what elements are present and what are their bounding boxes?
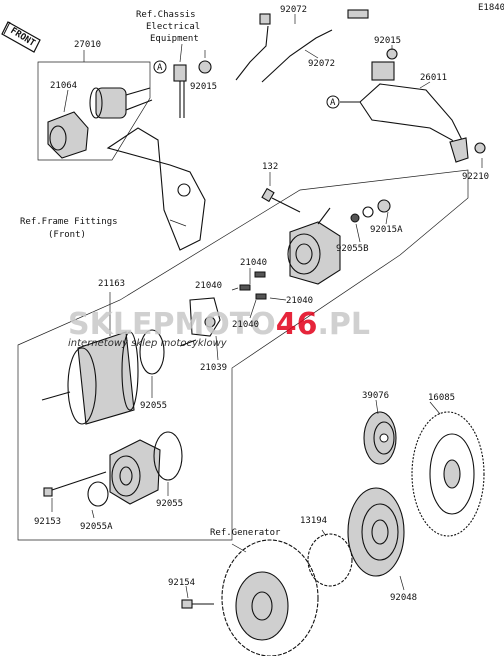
svg-text:Electrical: Electrical (146, 22, 200, 32)
starter-cable (340, 83, 463, 141)
label-92210: 92210 (462, 172, 489, 182)
long-bolt-92153 (43, 471, 107, 497)
o-ring-92055-top (139, 329, 165, 375)
chassis-connector (173, 64, 187, 118)
watermark-brand-right: .PL (318, 307, 371, 342)
label-21040-c: 21040 (286, 296, 313, 306)
one-way-clutch (307, 533, 353, 587)
label-92072-b: 92072 (308, 59, 335, 69)
generator-rotor (221, 539, 319, 657)
nut-92015a (377, 199, 391, 213)
svg-text:A: A (157, 63, 163, 73)
bolt-92015-top (198, 50, 212, 74)
svg-text:Ref.Frame Fittings: Ref.Frame Fittings (20, 217, 118, 227)
label-92055a: 92055A (80, 522, 113, 532)
svg-text:SKLEPMOTO46.PL: SKLEPMOTO46.PL (68, 307, 370, 342)
label-21040-b: 21040 (195, 281, 222, 291)
label-92153: 92153 (34, 517, 61, 527)
label-16085: 16085 (428, 393, 455, 403)
starter-clutch-gear (411, 411, 485, 537)
relay-bracket (106, 127, 206, 251)
box-starter-group (17, 169, 469, 541)
starter-rear-cover (287, 207, 341, 285)
starter-relay (89, 87, 153, 119)
o-ring-92055-bottom (153, 431, 183, 481)
terminal-right (371, 48, 398, 81)
label-21163: 21163 (98, 279, 125, 289)
bolt-132 (261, 187, 301, 213)
front-badge: FRONT (1, 21, 41, 53)
callout-a-right: A (326, 95, 340, 109)
label-92048: 92048 (390, 593, 417, 603)
label-27010: 27010 (74, 40, 101, 50)
watermark-brand-mid: MOTO (174, 307, 275, 342)
label-21064: 21064 (50, 81, 77, 91)
label-92055-a: 92055 (140, 401, 167, 411)
label-92055-b: 92055 (156, 499, 183, 509)
label-92015a: 92015A (370, 225, 403, 235)
label-21040-d: 21040 (232, 320, 259, 330)
bolt-92154 (181, 599, 214, 609)
ref-chassis-label: Ref.Chassis Electrical Equipment (136, 10, 200, 44)
label-26011: 26011 (420, 73, 447, 83)
label-92055b: 92055B (336, 244, 369, 254)
svg-text:(Front): (Front) (48, 230, 86, 240)
label-92154: 92154 (168, 578, 195, 588)
part-labels: 27010 21064 92015 92072 92072 92015 2601… (34, 5, 489, 603)
watermark-tagline: internetowy sklep motocyklowy (68, 338, 228, 349)
watermark-brand-left: SKLEP (68, 307, 174, 342)
diagram-code: E1840 (478, 3, 504, 13)
battery-cables (235, 9, 369, 83)
box-relay-group (37, 61, 151, 161)
label-13194: 13194 (300, 516, 327, 526)
ref-frame-label: Ref.Frame Fittings (Front) (20, 217, 118, 240)
starter-front-cover (109, 439, 161, 505)
relay-boot (47, 111, 89, 159)
callout-a-left: A (153, 60, 167, 74)
label-21039: 21039 (200, 363, 227, 373)
cable-terminal (449, 137, 469, 163)
nut-92210 (474, 142, 486, 154)
brush-holder (179, 297, 221, 347)
starter-motor (41, 331, 139, 425)
label-39076: 39076 (362, 391, 389, 401)
clutch-housing (347, 487, 405, 577)
leader-lines (51, 14, 483, 599)
label-21040-a: 21040 (240, 258, 267, 268)
watermark-brand-num: 46 (276, 307, 318, 342)
svg-text:Ref.Chassis: Ref.Chassis (136, 10, 196, 20)
watermark: SKLEPMOTO46.PL internetowy sklep motocyk… (68, 307, 370, 349)
label-132: 132 (262, 162, 278, 172)
brushes (239, 271, 267, 300)
ref-generator-label: Ref.Generator (210, 528, 281, 538)
svg-text:Equipment: Equipment (150, 34, 199, 44)
washer-92055b (350, 213, 360, 223)
label-92015-right: 92015 (374, 36, 401, 46)
svg-text:A: A (330, 98, 336, 108)
idle-gear (363, 411, 397, 465)
label-92072-a: 92072 (280, 5, 307, 15)
o-ring-92055a (87, 481, 109, 507)
label-92015-top: 92015 (190, 82, 217, 92)
